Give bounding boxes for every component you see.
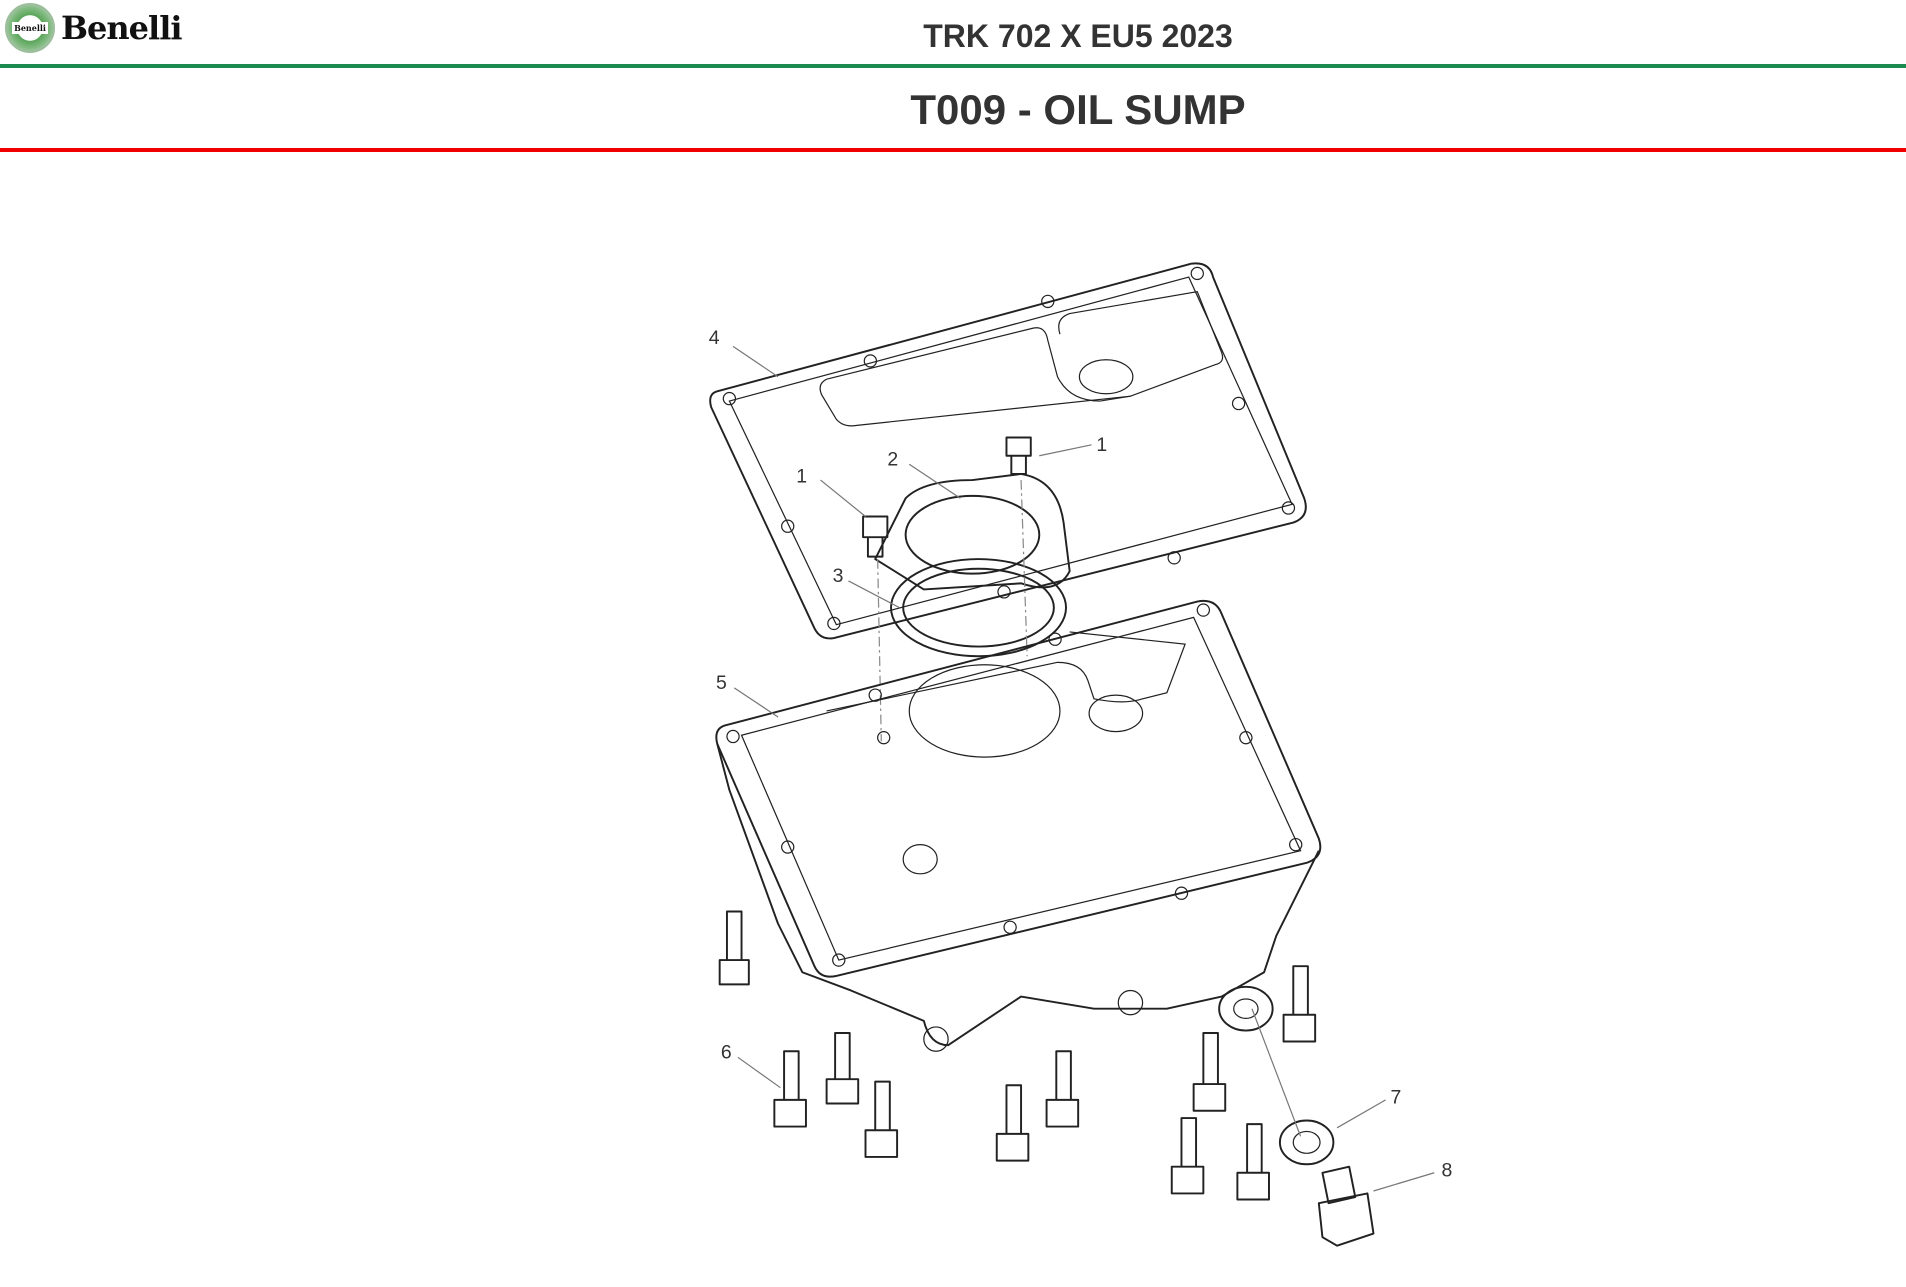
badge-text: Benelli <box>12 22 48 34</box>
washer-part-7 <box>1278 1119 1335 1166</box>
red-divider <box>0 148 1906 152</box>
callout-3: 3 <box>833 565 844 587</box>
gasket-part-4 <box>709 262 1307 640</box>
oil-sump-part-5 <box>715 599 1322 1052</box>
bolts-part-6 <box>718 910 1317 1201</box>
model-title: TRK 702 X EU5 2023 <box>923 18 1233 54</box>
callout-1-right: 1 <box>1096 434 1107 456</box>
green-divider <box>0 64 1906 68</box>
benelli-badge-icon: Benelli <box>5 3 55 53</box>
callout-6: 6 <box>721 1042 732 1064</box>
callout-5: 5 <box>716 672 727 694</box>
callout-1-left: 1 <box>796 465 807 487</box>
bolt-part-1 <box>862 436 1032 558</box>
brand-name: Benelli <box>61 9 182 47</box>
callout-2: 2 <box>887 448 898 470</box>
callout-leaders <box>732 345 1435 1192</box>
cover-plate-part-2 <box>874 472 1071 591</box>
callout-8: 8 <box>1442 1159 1453 1181</box>
section-title: T009 - OIL SUMP <box>910 86 1246 133</box>
benelli-logo: Benelli Benelli <box>5 3 182 53</box>
callout-4: 4 <box>709 327 720 349</box>
callout-7: 7 <box>1391 1086 1402 1108</box>
o-ring-part-3 <box>890 558 1067 658</box>
drain-plug-part-8 <box>1317 1165 1375 1247</box>
